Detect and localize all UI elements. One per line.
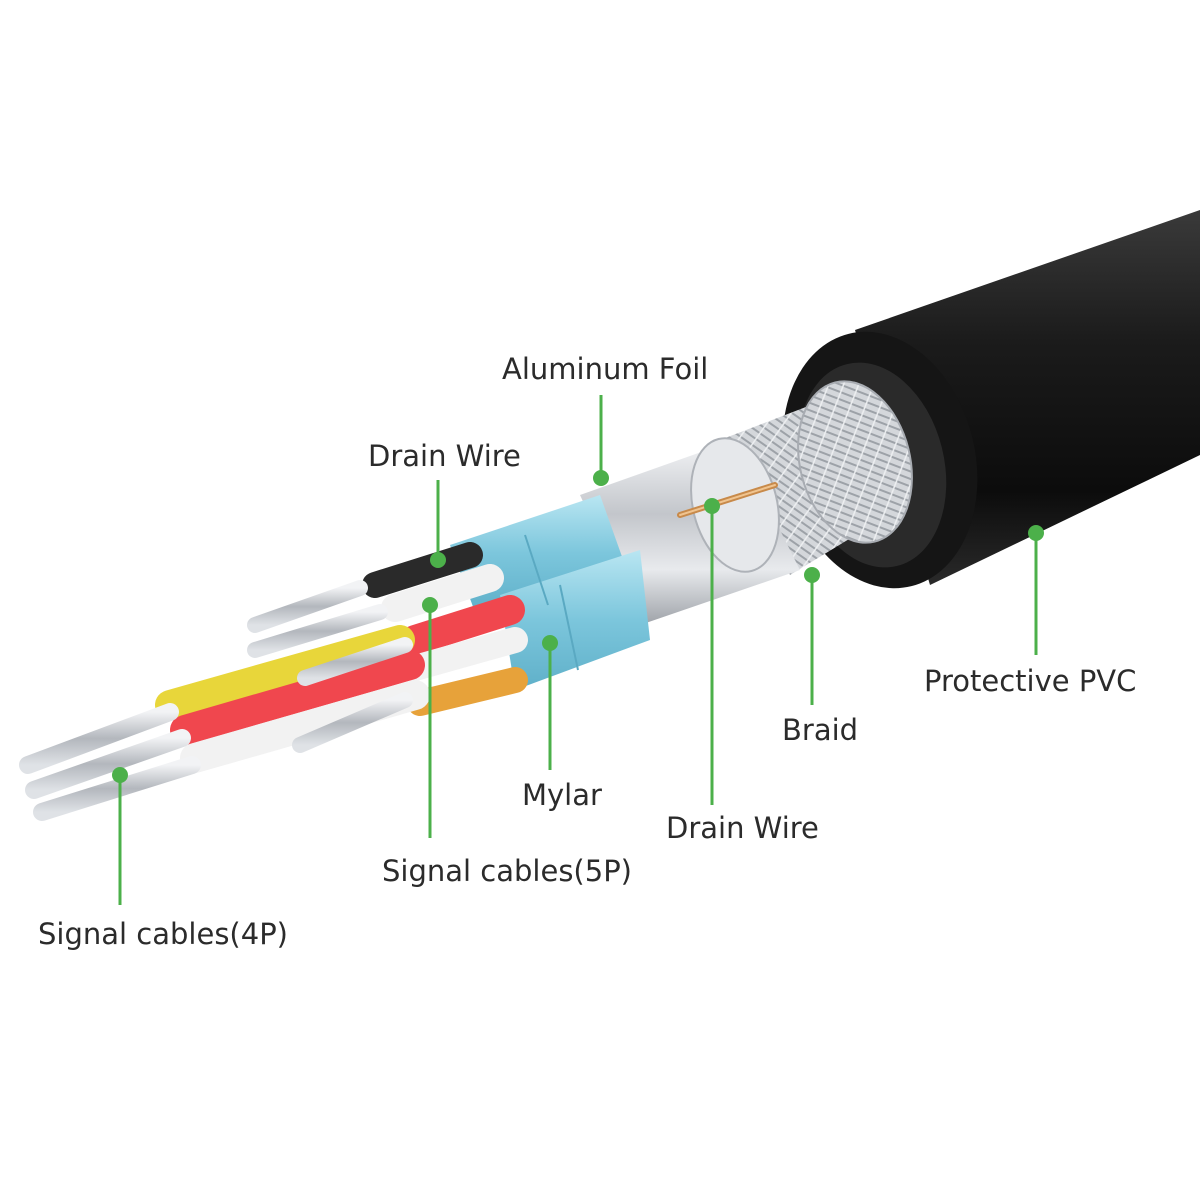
callout-dot-aluminum-foil [593, 470, 609, 486]
label-signal-cables-5p: Signal cables(5P) [382, 854, 632, 888]
label-drain-wire-top: Drain Wire [368, 439, 521, 473]
label-braid: Braid [782, 713, 859, 747]
callout-dot-mylar [542, 635, 558, 651]
callout-dot-signal-cables-4p [112, 767, 128, 783]
callouts [112, 395, 1044, 905]
callout-dot-signal-cables-5p [422, 597, 438, 613]
callout-dot-protective-pvc [1028, 525, 1044, 541]
callout-dot-drain-wire-bottom [704, 498, 720, 514]
label-signal-cables-4p: Signal cables(4P) [38, 917, 288, 951]
label-mylar: Mylar [522, 778, 602, 812]
callout-dot-braid [804, 567, 820, 583]
bare-conductors [19, 580, 413, 821]
label-aluminum-foil: Aluminum Foil [502, 352, 709, 386]
label-protective-pvc: Protective PVC [924, 664, 1137, 698]
label-drain-wire-bottom: Drain Wire [666, 811, 819, 845]
callout-dot-drain-wire-top [430, 552, 446, 568]
